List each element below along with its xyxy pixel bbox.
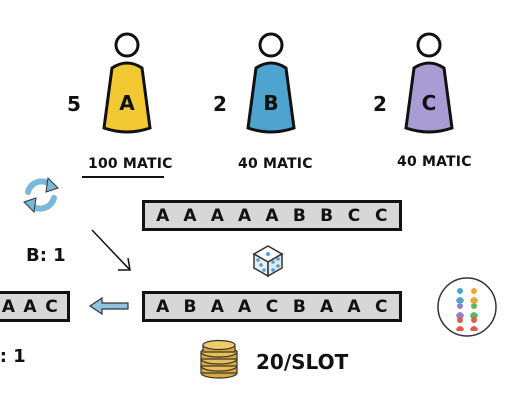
pool-slot: A bbox=[156, 205, 170, 226]
pool-slot: B bbox=[320, 205, 334, 226]
pool-strip: A A A A A B B C C bbox=[142, 200, 402, 231]
shuffled-slot: C bbox=[375, 296, 388, 317]
pool-slot: A bbox=[238, 205, 252, 226]
player-b-body bbox=[246, 61, 296, 134]
player-b-cost: 40 MATIC bbox=[238, 156, 313, 172]
arrow-left-icon bbox=[88, 296, 129, 316]
shuffled-slot: A bbox=[210, 296, 224, 317]
b-count-bottom-label: B: 1 bbox=[0, 346, 26, 367]
player-b-letter: B bbox=[263, 91, 278, 115]
player-a-count: 5 bbox=[67, 92, 81, 116]
shuffled-slot: A bbox=[347, 296, 361, 317]
result-slot: C bbox=[45, 296, 58, 317]
refresh-icon bbox=[23, 176, 59, 214]
player-c-figure-icon: C bbox=[404, 32, 454, 134]
pool-slot: C bbox=[347, 205, 361, 226]
shuffled-slot: A bbox=[238, 296, 252, 317]
people-group-icon bbox=[437, 277, 497, 337]
pool-slot: C bbox=[375, 205, 388, 226]
b-count-top-label: B: 1 bbox=[26, 245, 66, 266]
result-strip: A A C bbox=[0, 291, 70, 322]
shuffled-slot: C bbox=[265, 296, 279, 317]
result-slot: A bbox=[1, 296, 16, 317]
dice-icon bbox=[252, 245, 284, 278]
pool-slot: B bbox=[292, 205, 306, 226]
player-c-cost: 40 MATIC bbox=[397, 154, 472, 170]
shuffled-slot: A bbox=[156, 296, 170, 317]
result-slot: A bbox=[23, 296, 37, 317]
player-b-count: 2 bbox=[213, 92, 227, 116]
shuffled-slot: B bbox=[183, 296, 197, 317]
player-a-letter: A bbox=[119, 91, 135, 115]
player-c-letter: C bbox=[422, 91, 437, 115]
price-per-slot-label: 20/SLOT bbox=[256, 350, 349, 374]
shuffled-slot: A bbox=[320, 296, 334, 317]
arrow-down-right-icon bbox=[91, 229, 131, 271]
pool-slot: A bbox=[265, 205, 279, 226]
pool-slot: A bbox=[183, 205, 197, 226]
shuffled-strip: A B A A C B A A C bbox=[142, 291, 402, 322]
coin-stack-icon bbox=[200, 339, 238, 379]
pool-slot: A bbox=[210, 205, 224, 226]
player-a-cost: 100 MATIC bbox=[88, 156, 173, 172]
player-a-body bbox=[102, 61, 152, 134]
player-c-count: 2 bbox=[373, 92, 387, 116]
player-c-body bbox=[404, 61, 454, 134]
player-a-cost-underline bbox=[82, 176, 164, 178]
player-a-figure-icon: A bbox=[102, 32, 152, 134]
player-b-figure-icon: B bbox=[246, 32, 296, 134]
shuffled-slot: B bbox=[292, 296, 306, 317]
